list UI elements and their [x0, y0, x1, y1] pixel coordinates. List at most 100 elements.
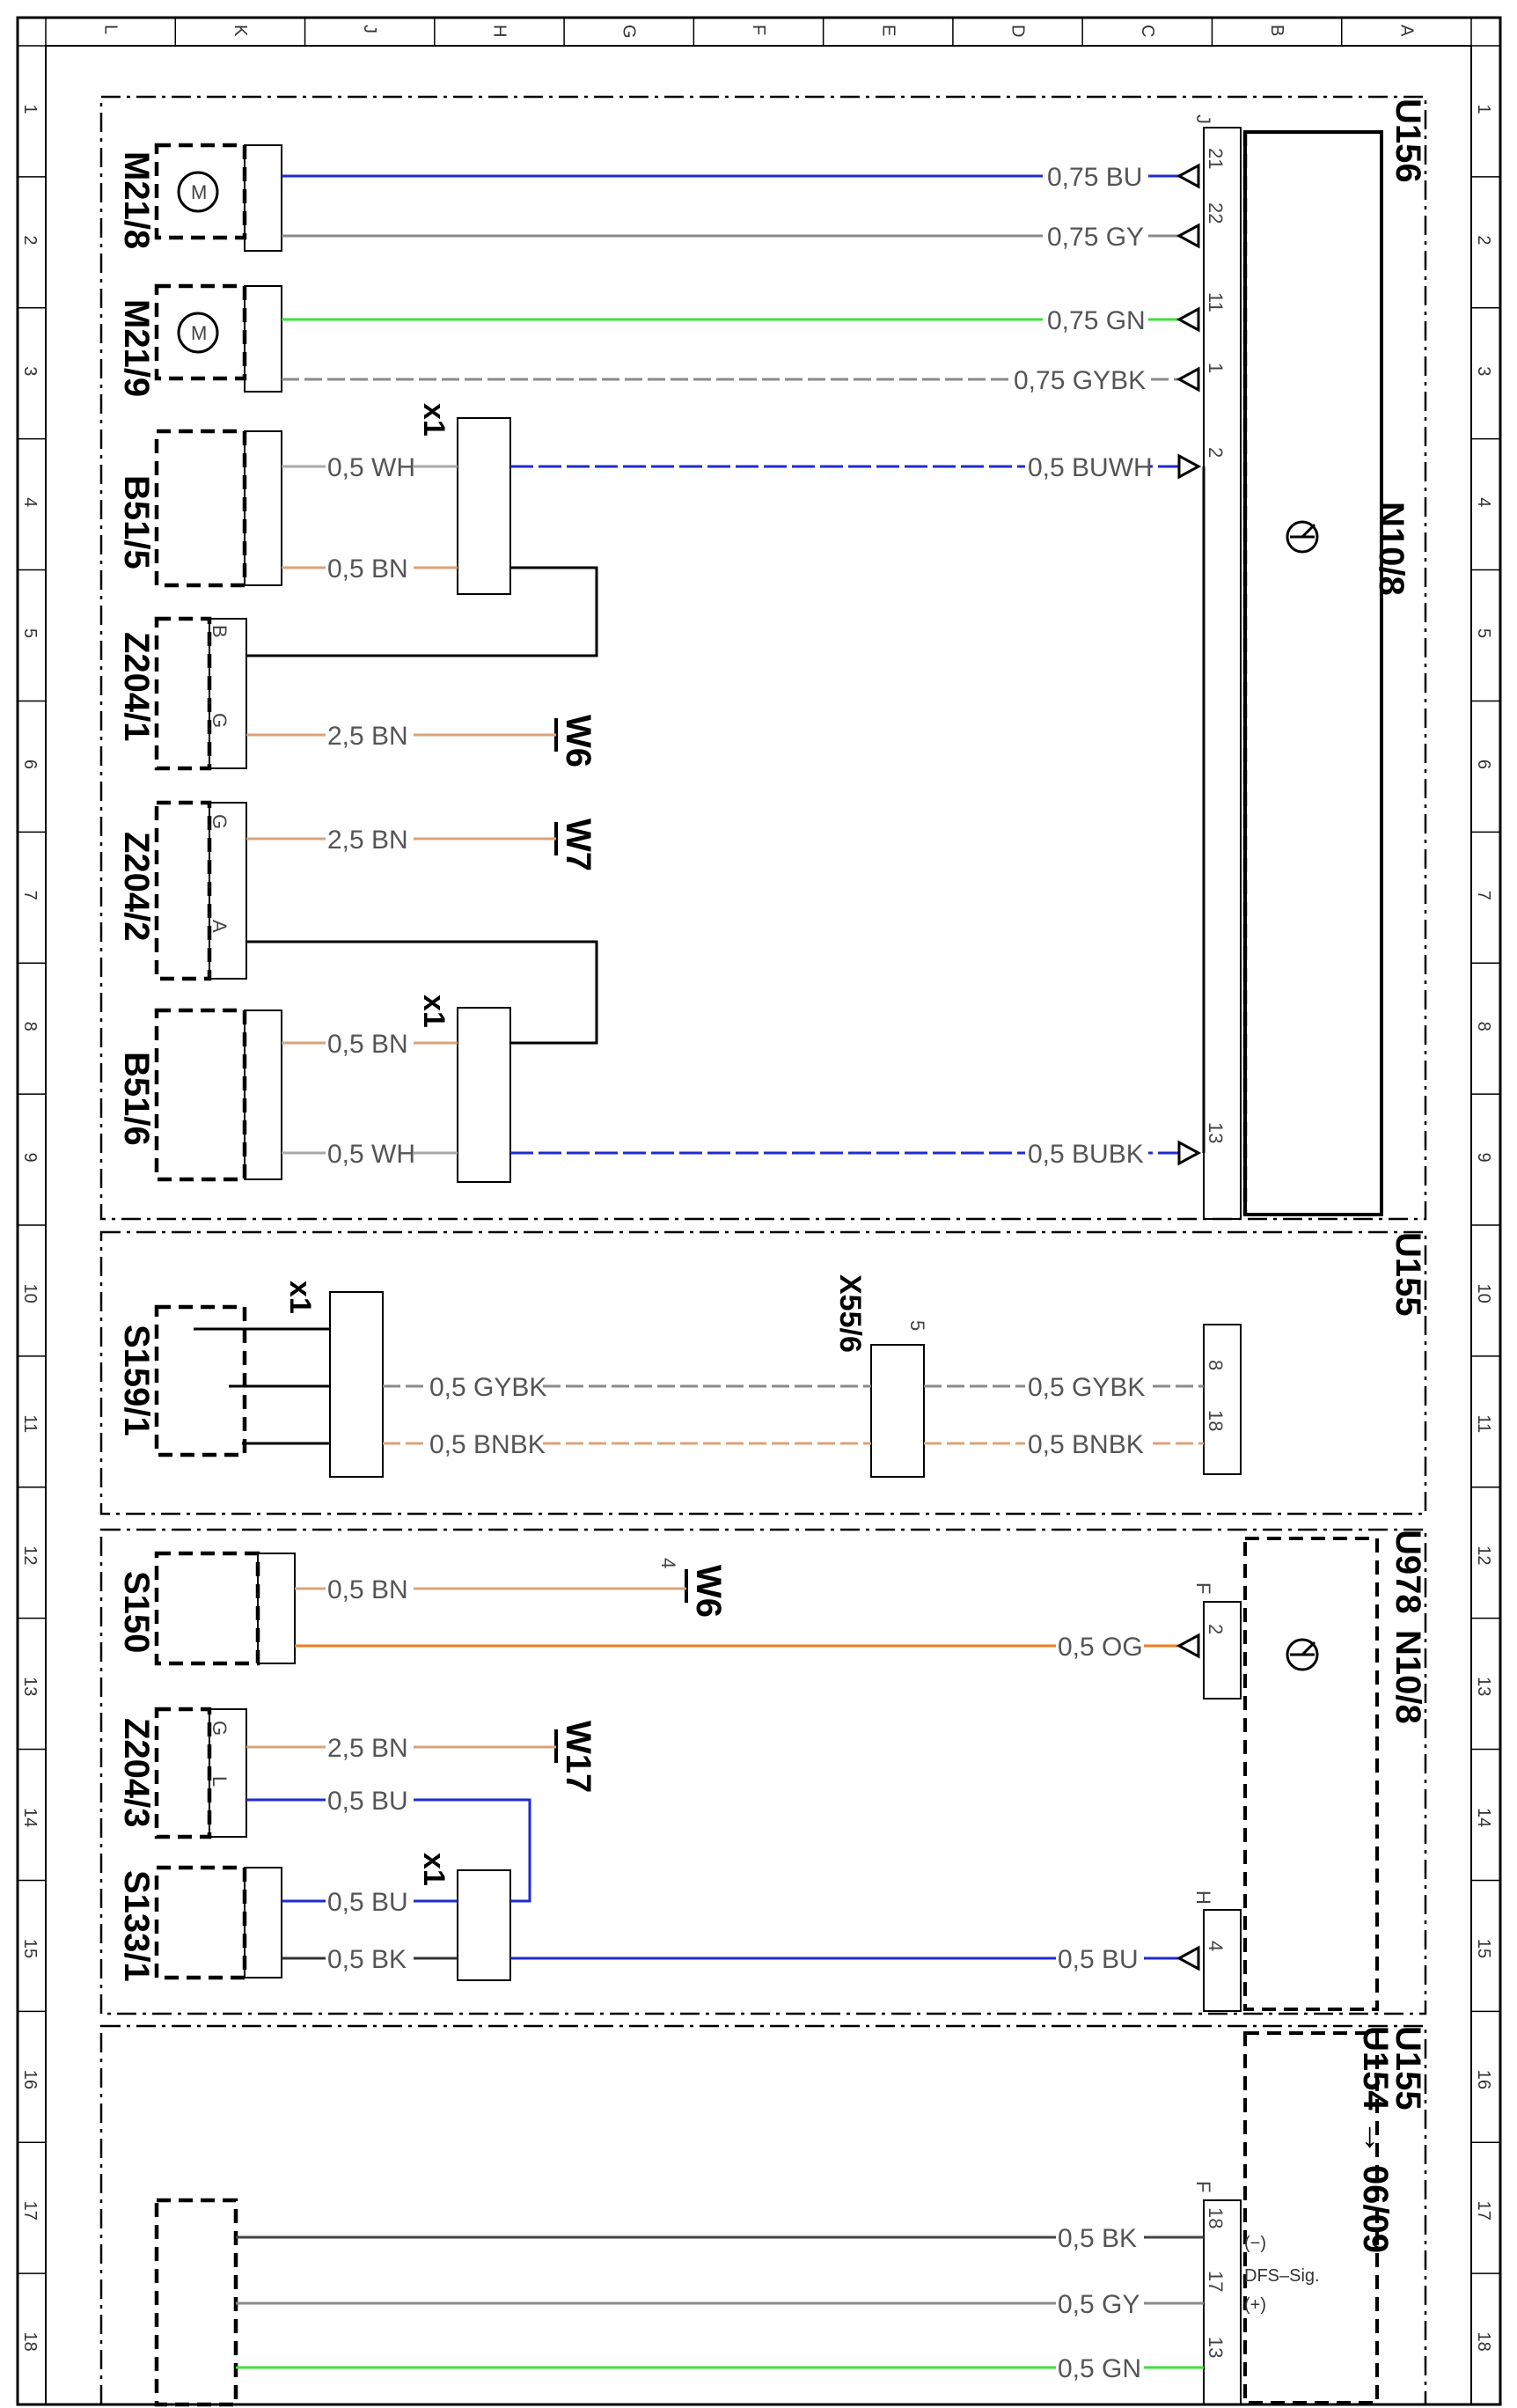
- label-z204-1: Z204/1: [117, 632, 156, 742]
- label-w7: W7: [559, 819, 597, 871]
- svg-text:J: J: [1192, 114, 1214, 124]
- sheet-inner-frame: [45, 45, 1472, 2405]
- wire-label-w10a: 0,5 WH: [327, 1140, 415, 1169]
- row-label-11: 11: [20, 1414, 40, 1433]
- row-label-16: 16: [20, 2070, 40, 2089]
- label-m21-8: M21/8: [117, 151, 156, 249]
- connector-f: [1203, 1601, 1242, 1700]
- section-label-u155: U155: [1389, 1232, 1427, 1317]
- row-label-8: 8: [20, 1022, 40, 1031]
- row-label-4: 4: [20, 497, 40, 507]
- column-label-f: F: [749, 25, 768, 35]
- row-label-8: 8: [1474, 1022, 1493, 1031]
- column-label-c: C: [1138, 25, 1157, 37]
- section-u155: [99, 1230, 1427, 1516]
- svg-text:G: G: [209, 814, 231, 829]
- wire-label-w8: 2,5 BN: [327, 826, 408, 855]
- grid-ticks: [18, 18, 1500, 2274]
- x1-connector-b: [457, 1007, 511, 1183]
- svg-text:13: 13: [1205, 2337, 1227, 2358]
- svg-text:2: 2: [1205, 447, 1227, 458]
- svg-text:F: F: [1192, 2181, 1214, 2192]
- x1-connector-a: [457, 417, 511, 595]
- u154-sensor-box: [154, 2198, 238, 2407]
- label-w17: W17: [559, 1721, 597, 1793]
- wire-label-w13: 0,5 BN: [327, 1575, 408, 1604]
- row-label-3: 3: [1474, 366, 1493, 376]
- svg-text:21: 21: [1205, 148, 1227, 169]
- connector-f2: [1203, 2199, 1242, 2405]
- column-label-d: D: [1008, 25, 1028, 37]
- z204-1-box: [154, 616, 212, 771]
- row-label-9: 9: [1474, 1153, 1493, 1163]
- row-label-5: 5: [20, 628, 40, 638]
- row-label-12: 12: [1474, 1545, 1493, 1565]
- section-u978: [99, 1528, 1427, 2015]
- row-label-14: 14: [20, 1808, 40, 1827]
- z204-2-box: [154, 800, 212, 981]
- control-unit-u154: [1243, 2031, 1379, 2404]
- row-label-15: 15: [20, 1939, 40, 1958]
- row-label-13: 13: [20, 1677, 40, 1696]
- label-x1-b: x1: [417, 995, 451, 1028]
- row-label-5: 5: [1474, 628, 1493, 638]
- wire-z204-2-a: [246, 940, 598, 1045]
- column-label-j: J: [360, 25, 379, 33]
- row-label-17: 17: [20, 2201, 40, 2221]
- row-label-7: 7: [1474, 891, 1493, 900]
- label-b51-6: B51/6: [117, 1052, 156, 1146]
- wire-label-w2: 0,75 GY: [1047, 223, 1144, 252]
- section-label-u156: U156: [1389, 99, 1427, 183]
- svg-text:4: 4: [657, 1558, 679, 1568]
- label-s159-1: S159/1: [117, 1325, 156, 1436]
- svg-text:11: 11: [1205, 292, 1227, 312]
- section-label-n10-8-b: N10/8: [1389, 1630, 1427, 1724]
- svg-text:8: 8: [1205, 1360, 1227, 1370]
- column-label-k: K: [231, 25, 250, 37]
- wire-label-w12b: 0,5 BNBK: [1028, 1430, 1144, 1459]
- row-label-13: 13: [1474, 1677, 1493, 1696]
- transistor-symbol-icon: [1286, 520, 1319, 554]
- section-u154: [99, 2024, 1427, 2406]
- control-unit-n10-8-b: [1243, 1537, 1379, 2011]
- column-label-l: L: [101, 25, 121, 34]
- row-label-7: 7: [20, 891, 40, 900]
- wire-label-w12a: 0,5 BNBK: [429, 1430, 546, 1459]
- row-label-1: 1: [20, 104, 40, 114]
- wire-label-w10b: 0,5 BUBK: [1028, 1140, 1144, 1169]
- row-label-4: 4: [1474, 497, 1493, 507]
- s159-1-box: [154, 1304, 247, 1457]
- x1-connector-s159: [329, 1291, 384, 1478]
- b51-6-box: [154, 1008, 247, 1182]
- s150-box: [154, 1551, 260, 1666]
- svg-text:18: 18: [1205, 2207, 1227, 2228]
- row-label-9: 9: [20, 1153, 40, 1163]
- svg-text:F: F: [1192, 1582, 1214, 1594]
- wire-label-w11a: 0,5 GYBK: [429, 1373, 546, 1402]
- row-label-6: 6: [1474, 760, 1493, 769]
- svg-text:2: 2: [1205, 1624, 1227, 1634]
- svg-text:G: G: [209, 1721, 231, 1736]
- wire-z204-1-b: [246, 566, 598, 657]
- svg-text:H: H: [1192, 1890, 1214, 1905]
- control-unit-n10-8: [1243, 130, 1383, 1216]
- wire-label-w16: 0,5 BU: [327, 1787, 408, 1816]
- label-w6-b: W6: [689, 1565, 728, 1618]
- wire-label-w20: 0,5 GY: [1058, 2290, 1140, 2319]
- wire-label-w15: 2,5 BN: [327, 1734, 408, 1763]
- wire-label-w5a: 0,5 WH: [327, 453, 415, 482]
- wire-label-w3: 0,75 GN: [1047, 306, 1146, 335]
- column-label-b: B: [1267, 25, 1286, 36]
- label-x1-c: x1: [283, 1281, 317, 1314]
- connector-j: [1203, 127, 1242, 1220]
- wire-label-w21: 0,5 GN: [1058, 2354, 1141, 2383]
- b51-5-box: [154, 429, 247, 588]
- section-label-n10-8: N10/8: [1372, 502, 1411, 596]
- wire-label-w18a: 0,5 BK: [327, 1945, 407, 1974]
- x55-6-connector: [870, 1344, 925, 1478]
- motor-icon: [177, 312, 219, 354]
- wire-label-w7: 2,5 BN: [327, 722, 408, 751]
- wire-label-w14: 0,5 OG: [1058, 1633, 1143, 1662]
- wire-label-w9: 0,5 BN: [327, 1030, 408, 1059]
